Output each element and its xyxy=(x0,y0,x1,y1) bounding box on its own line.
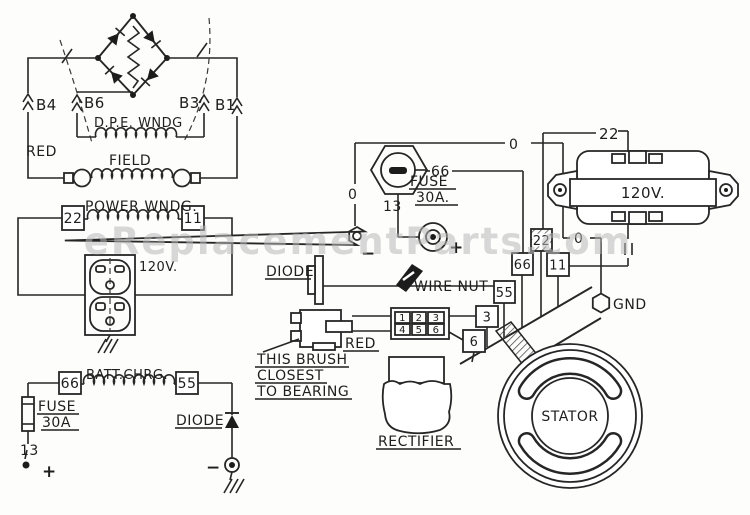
fuse-30a-left xyxy=(21,383,35,469)
tag-box-55 xyxy=(493,280,516,304)
tag-22-left: 22 xyxy=(64,211,83,227)
brush-lead-wires xyxy=(22,17,243,179)
label-stator: STATOR xyxy=(541,409,598,425)
fuse-holder-30a xyxy=(369,145,429,238)
label-brush-note-3: TO BEARING xyxy=(256,384,349,400)
connector-cell-5: 5 xyxy=(416,325,423,336)
wire-11 xyxy=(569,224,633,267)
connector-cell-1: 1 xyxy=(399,313,406,324)
field-winding xyxy=(63,168,201,188)
tag-box-6 xyxy=(462,329,486,353)
tag-55-left: 55 xyxy=(178,376,197,392)
label-b6: B6 xyxy=(84,94,105,112)
tag-box-11-num: 11 xyxy=(549,259,567,274)
tag-0-rail: 0 xyxy=(509,137,518,153)
watermark: eReplacementParts.com xyxy=(84,220,633,263)
label-red-left: RED xyxy=(26,144,57,160)
label-b3: B3 xyxy=(179,94,200,112)
tag-box-22-num: 22 xyxy=(533,234,551,249)
connector-cell-3: 3 xyxy=(433,313,440,324)
tag-box-66-num: 66 xyxy=(514,258,532,273)
label-b1: B1 xyxy=(215,96,236,114)
label-outlet-voltage: 120V. xyxy=(139,260,178,275)
label-diode-left: DIODE xyxy=(176,413,224,429)
tag-13-center: 13 xyxy=(383,199,402,215)
minus-sign-left: − xyxy=(206,458,221,478)
label-dpe-winding: D.P.E. WNDG xyxy=(94,116,183,131)
tag-11-left: 11 xyxy=(184,211,203,227)
label-wire-nut: WIRE NUT xyxy=(414,279,488,295)
battery-plus-terminal xyxy=(22,461,30,469)
wire-66 xyxy=(427,170,524,253)
tag-box-11 xyxy=(546,252,570,277)
tag-box-3 xyxy=(475,305,499,328)
tag-13-left: 13 xyxy=(20,443,39,459)
label-breaker-voltage: 120V. xyxy=(621,184,665,202)
brush-assembly xyxy=(262,309,391,353)
tag-0-terminal: 0 xyxy=(348,187,357,203)
connector-block xyxy=(390,307,476,341)
label-fuse-center: FUSE xyxy=(410,174,448,190)
ground-symbol-left xyxy=(223,471,245,494)
label-batt-charge: BATT.CHRG. xyxy=(86,368,168,383)
label-gnd: GND xyxy=(613,297,647,313)
tag-0-right: 0 xyxy=(574,231,583,247)
tag-66-left: 66 xyxy=(61,376,80,392)
plus-sign-left: + xyxy=(42,462,57,482)
label-brush-note-1: THIS BRUSH xyxy=(256,352,348,368)
tag-box-66 xyxy=(511,252,534,276)
ground-symbol-outlet xyxy=(97,338,119,354)
plus-terminal xyxy=(418,222,448,252)
tag-box-22 xyxy=(530,228,553,252)
tag-box-55-num: 55 xyxy=(496,286,514,301)
bridge-rectifier xyxy=(95,13,170,98)
tag-22-right: 22 xyxy=(599,125,619,143)
battery-charge-circuit xyxy=(28,371,232,395)
wire-22 xyxy=(542,130,629,229)
diode-left xyxy=(223,383,245,494)
rectifier-component xyxy=(381,356,453,435)
label-fuse-rating-center: 30A. xyxy=(416,190,450,206)
minus-sign-center: − xyxy=(361,244,376,264)
label-power-winding: POWER WNDG. xyxy=(85,199,197,215)
label-underlines xyxy=(37,188,461,450)
label-field: FIELD xyxy=(109,153,151,169)
wire-nut-icon xyxy=(396,264,423,292)
tag-box-3-num: 3 xyxy=(483,311,492,326)
label-brush-note-2: CLOSEST xyxy=(257,368,324,384)
stator xyxy=(497,343,643,489)
label-red-center: RED xyxy=(345,336,376,352)
label-fuse-rating-left: 30A xyxy=(42,415,71,431)
connector-cell-2: 2 xyxy=(416,313,423,324)
outlet-120v xyxy=(84,254,136,354)
plus-sign-center: + xyxy=(449,238,464,258)
label-rectifier: RECTIFIER xyxy=(378,434,454,450)
circuit-breaker-120v xyxy=(547,150,739,225)
gnd-terminal xyxy=(591,292,611,314)
tag-66-center: 66 xyxy=(431,164,450,180)
label-fuse-left: FUSE xyxy=(38,399,76,415)
wire-tag-boxes xyxy=(462,228,570,353)
zero-terminal xyxy=(64,143,368,246)
connector-cell-4: 4 xyxy=(399,325,406,336)
dpe-winding xyxy=(71,91,210,140)
label-b4: B4 xyxy=(36,96,57,114)
power-winding-circuit xyxy=(17,205,233,296)
label-diode-center: DIODE xyxy=(266,264,314,280)
connector-cell-6: 6 xyxy=(433,325,440,336)
tag-box-6-num: 6 xyxy=(470,335,479,350)
